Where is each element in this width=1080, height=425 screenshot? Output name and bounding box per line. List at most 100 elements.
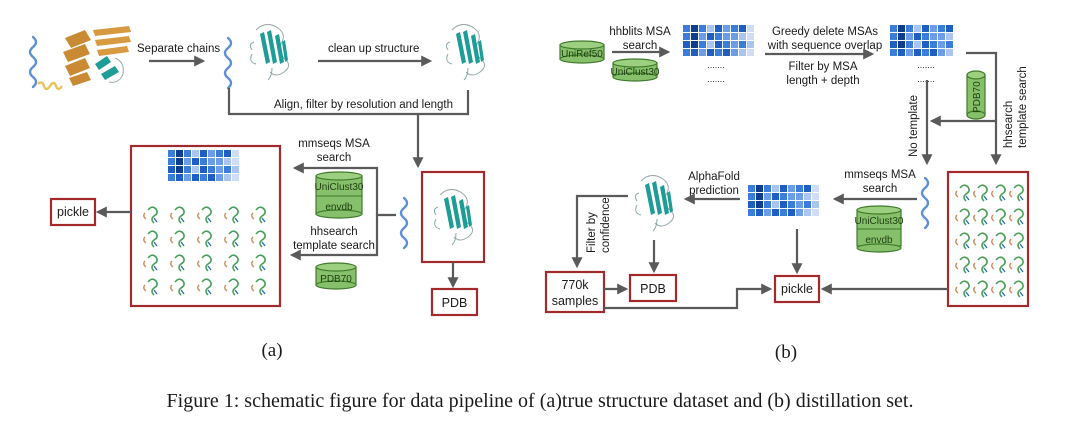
database-pdb70: PDB70 [966,70,986,120]
msa-cell [812,209,819,216]
msa-cell [683,25,690,32]
mmseqs-label: search [317,152,352,164]
sequence-icon [28,35,38,89]
msa-cell [683,49,690,56]
msa-cell [176,174,183,181]
msa-cell [812,201,819,208]
msa-cell [922,33,929,40]
hhsearch-label: hhsearch [1003,101,1015,148]
hhblits-label: hhblits MSA [609,26,671,38]
branch-line [292,162,396,217]
msa-cell [691,33,698,40]
samples-box[interactable] [544,270,606,314]
samples-label: samples [552,294,599,308]
msa-cell [898,25,905,32]
msa-cell [804,201,811,208]
database-envdb-label: envdb [865,235,893,246]
hhsearch-path [966,51,1002,166]
msa-cell [914,41,921,48]
pdb-output-box[interactable] [628,273,678,303]
msa-cell [707,33,714,40]
msa-cell [756,193,763,200]
msa-cell [796,185,803,192]
msa-cell [739,41,746,48]
msa-cell [739,25,746,32]
msa-cell [168,174,175,181]
msa-cell [930,25,937,32]
msa-cell [707,49,714,56]
msa-cell [922,25,929,32]
msa-cell [804,185,811,192]
msa-cell [200,166,207,173]
msa-cell [938,33,945,40]
msa-cell [747,33,754,40]
separate-chains-label: Separate chains [137,43,220,55]
database-uniclust30: UniClust30 [611,58,660,82]
msa-grid-icon [748,185,819,216]
msa-cell [796,193,803,200]
pdb-output-label: PDB [640,282,666,296]
msa-grid-icon [890,25,953,56]
database-envdb-label: envdb [325,202,353,213]
pickle-output-box[interactable] [49,197,97,227]
msa-cell [914,25,921,32]
ellipsis: ....... [707,60,725,70]
msa-cell [914,33,921,40]
msa-cell [739,33,746,40]
features-box [946,170,1030,308]
pdb-output-box[interactable] [430,287,479,317]
protein-structure-icon [249,23,290,81]
sequence-icon [920,176,930,230]
msa-cell [192,166,199,173]
msa-cell [176,166,183,173]
ellipsis: ....... [707,74,725,84]
msa-cell [731,33,738,40]
msa-cell [756,209,763,216]
msa-cell [208,150,215,157]
msa-cell [232,166,239,173]
msa-cell [747,41,754,48]
msa-cell [890,25,897,32]
msa-cell [176,158,183,165]
msa-cell [232,158,239,165]
branch-line [289,215,379,261]
msa-cell [772,209,779,216]
filter-confidence-label: Filter by [586,212,598,253]
msa-cell [216,174,223,181]
msa-cell [804,193,811,200]
msa-cell [715,33,722,40]
greedy-delete-label: Greedy delete MSAs [772,26,878,38]
msa-cell [683,33,690,40]
msa-cell [780,185,787,192]
msa-cell [788,209,795,216]
msa-cell [938,49,945,56]
msa-cell [224,150,231,157]
sequence-yellow-icon [37,81,63,91]
msa-cell [796,209,803,216]
msa-cell [192,174,199,181]
pickle-output-box[interactable] [773,274,821,304]
msa-cell [232,150,239,157]
msa-cell [812,193,819,200]
msa-cell [232,174,239,181]
msa-cell [739,49,746,56]
msa-cell [748,209,755,216]
filter-msa-label: Filter by MSA [788,61,857,73]
database-pdb70: PDB70 [315,262,357,290]
msa-cell [715,49,722,56]
msa-cell [756,185,763,192]
filter-confidence-label: confidence [600,197,612,253]
msa-cell [707,25,714,32]
msa-cell [898,49,905,56]
msa-grid-icon [168,150,239,181]
database-uniclust-envdb: UniClust30 envdb [315,171,364,219]
msa-cell [192,150,199,157]
msa-cell [723,49,730,56]
msa-cell [168,150,175,157]
hhsearch-label: template search [293,240,375,252]
msa-cell [216,150,223,157]
msa-cell [788,201,795,208]
ellipsis: ....... [917,74,935,84]
msa-cell [224,158,231,165]
